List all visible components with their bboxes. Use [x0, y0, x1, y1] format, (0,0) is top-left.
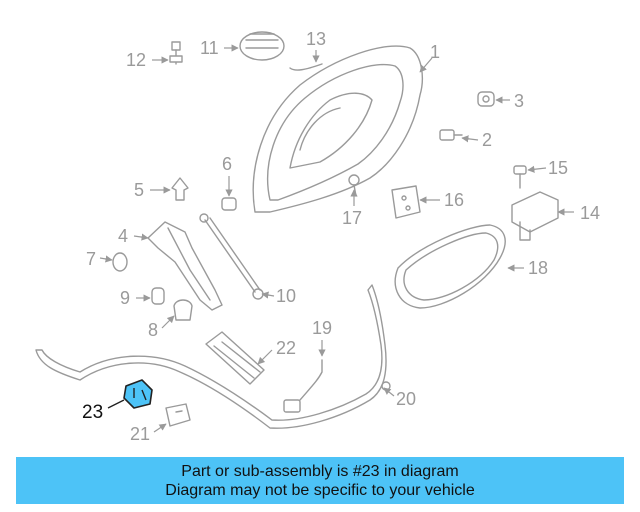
part-22-actuator	[205, 331, 265, 385]
callout-10: 10	[276, 286, 296, 306]
callout-18: 18	[528, 258, 548, 278]
part-15-screw	[513, 165, 527, 189]
callout-22: 22	[276, 338, 296, 358]
part-1-trunk-lid	[252, 45, 423, 213]
part-19-cable-end	[283, 359, 323, 413]
caption-line-2: Diagram may not be specific to your vehi…	[165, 481, 475, 499]
callout-12: 12	[126, 50, 146, 70]
callout-labels: 1 2 3 4 5 6 7 8 9 10 11 12 13 14 15 16 1…	[82, 29, 600, 444]
callout-11: 11	[200, 38, 219, 58]
callout-7: 7	[86, 249, 96, 269]
callout-9: 9	[120, 288, 130, 308]
part-8-grommet	[173, 299, 193, 321]
callout-3: 3	[514, 91, 524, 111]
part-21-clip	[165, 403, 191, 427]
part-14-latch	[511, 191, 559, 241]
part-11-motor	[239, 31, 285, 61]
callout-1: 1	[430, 42, 440, 62]
callout-2: 2	[482, 130, 492, 150]
callout-5: 5	[134, 180, 144, 200]
part-23-highlighted[interactable]	[123, 379, 153, 409]
caption-banner: Part or sub-assembly is #23 in diagram D…	[16, 457, 624, 504]
part-23-shape[interactable]	[123, 379, 153, 409]
callout-14: 14	[580, 203, 600, 223]
part-4-hinge	[147, 221, 223, 311]
callout-4: 4	[118, 226, 128, 246]
part-12-bolt	[169, 41, 183, 65]
callout-21: 21	[130, 424, 150, 444]
part-2-stud	[439, 129, 463, 141]
callout-13: 13	[306, 29, 326, 49]
parts-diagram: 1 2 3 4 5 6 7 8 9 10 11 12 13 14 15 16 1…	[35, 29, 600, 444]
caption-line-1: Part or sub-assembly is #23 in diagram	[181, 462, 459, 480]
callout-15: 15	[548, 158, 568, 178]
callout-17: 17	[342, 208, 362, 228]
callout-20: 20	[396, 389, 416, 409]
part-3-bumper	[477, 91, 495, 107]
callout-8: 8	[148, 320, 158, 340]
part-9-cap	[151, 287, 165, 305]
part-7-plug	[112, 252, 128, 272]
callout-19: 19	[312, 318, 332, 338]
callout-6: 6	[222, 154, 232, 174]
part-18-weatherstrip	[394, 224, 506, 309]
part-16-bracket	[391, 185, 421, 219]
part-6-strut-mount	[221, 197, 237, 211]
callout-23[interactable]: 23	[82, 402, 103, 423]
part-13-hose	[289, 63, 323, 71]
part-10-gas-strut	[199, 213, 264, 300]
part-5-clip	[171, 177, 189, 201]
callout-16: 16	[444, 190, 464, 210]
leader-arrows	[99, 44, 574, 433]
